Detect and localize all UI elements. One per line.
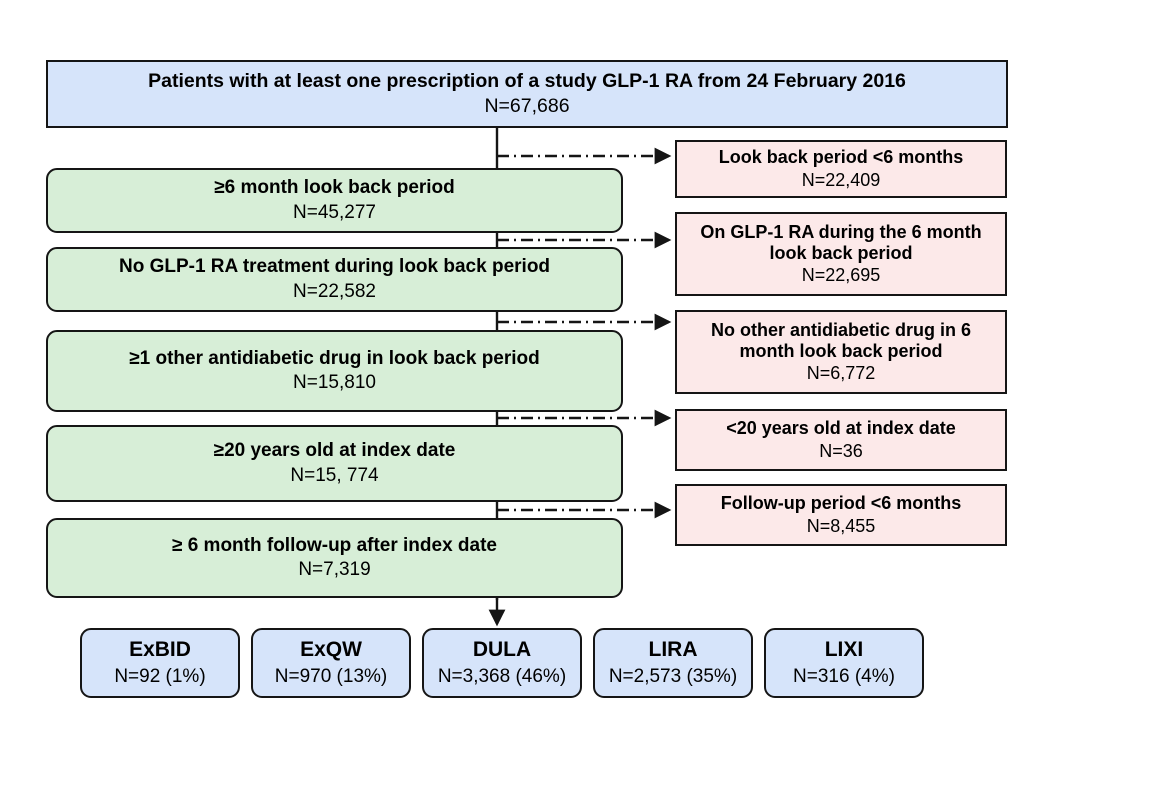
exclusion-box-1-title: Look back period <6 months xyxy=(718,147,964,168)
exclusion-box-4-count: N=36 xyxy=(819,440,863,461)
top-cohort-title: Patients with at least one prescription … xyxy=(148,70,906,92)
inclusion-box-1: ≥6 month look back period N=45,277 xyxy=(46,168,623,233)
inclusion-box-4: ≥20 years old at index date N=15, 774 xyxy=(46,425,623,502)
exclusion-box-5: Follow-up period <6 months N=8,455 xyxy=(675,484,1007,546)
cohort-box-exqw: ExQW N=970 (13%) xyxy=(251,628,411,698)
exclusion-box-5-title: Follow-up period <6 months xyxy=(720,493,962,514)
exclusion-box-1-count: N=22,409 xyxy=(801,169,881,190)
inclusion-box-2: No GLP-1 RA treatment during look back p… xyxy=(46,247,623,312)
exclusion-box-2-title: On GLP-1 RA during the 6 month look back… xyxy=(700,221,982,263)
cohort-box-dula-count: N=3,368 (46%) xyxy=(437,665,567,687)
top-cohort-count: N=67,686 xyxy=(484,95,570,117)
exclusion-box-3: No other antidiabetic drug in 6 month lo… xyxy=(675,310,1007,394)
inclusion-box-3-count: N=15,810 xyxy=(293,372,376,393)
exclusion-box-4: <20 years old at index date N=36 xyxy=(675,409,1007,471)
cohort-box-lira: LIRA N=2,573 (35%) xyxy=(593,628,753,698)
inclusion-box-5-count: N=7,319 xyxy=(298,559,371,580)
inclusion-box-4-count: N=15, 774 xyxy=(290,464,379,486)
cohort-box-dula: DULA N=3,368 (46%) xyxy=(422,628,582,698)
exclusion-box-3-title: No other antidiabetic drug in 6 month lo… xyxy=(710,319,971,361)
exclusion-box-4-title: <20 years old at index date xyxy=(726,418,956,439)
top-cohort-box: Patients with at least one prescription … xyxy=(46,60,1008,128)
inclusion-box-5-title: ≥ 6 month follow-up after index date xyxy=(172,534,497,556)
exclusion-box-2-count: N=22,695 xyxy=(801,265,881,286)
inclusion-box-3-title: ≥1 other antidiabetic drug in look back … xyxy=(129,347,540,369)
cohort-box-exqw-title: ExQW xyxy=(300,637,362,661)
inclusion-box-5: ≥ 6 month follow-up after index date N=7… xyxy=(46,518,623,598)
cohort-box-lira-title: LIRA xyxy=(648,637,698,661)
cohort-box-exbid: ExBID N=92 (1%) xyxy=(80,628,240,698)
cohort-box-exbid-count: N=92 (1%) xyxy=(114,665,206,687)
inclusion-box-2-title: No GLP-1 RA treatment during look back p… xyxy=(118,256,551,278)
inclusion-box-2-count: N=22,582 xyxy=(293,280,376,302)
cohort-box-exqw-count: N=970 (13%) xyxy=(274,665,388,687)
cohort-box-lira-count: N=2,573 (35%) xyxy=(608,665,738,687)
exclusion-box-5-count: N=8,455 xyxy=(806,515,876,536)
exclusion-box-3-count: N=6,772 xyxy=(806,363,876,384)
inclusion-box-1-count: N=45,277 xyxy=(293,201,376,223)
exclusion-box-1: Look back period <6 months N=22,409 xyxy=(675,140,1007,198)
exclusion-box-2: On GLP-1 RA during the 6 month look back… xyxy=(675,212,1007,296)
cohort-box-lixi-count: N=316 (4%) xyxy=(793,665,895,687)
cohort-box-exbid-title: ExBID xyxy=(129,637,191,661)
cohort-box-dula-title: DULA xyxy=(472,637,532,661)
cohort-box-lixi-title: LIXI xyxy=(824,637,864,661)
inclusion-box-1-title: ≥6 month look back period xyxy=(214,177,455,199)
inclusion-box-4-title: ≥20 years old at index date xyxy=(213,440,456,462)
cohort-box-lixi: LIXI N=316 (4%) xyxy=(764,628,924,698)
inclusion-box-3: ≥1 other antidiabetic drug in look back … xyxy=(46,330,623,412)
